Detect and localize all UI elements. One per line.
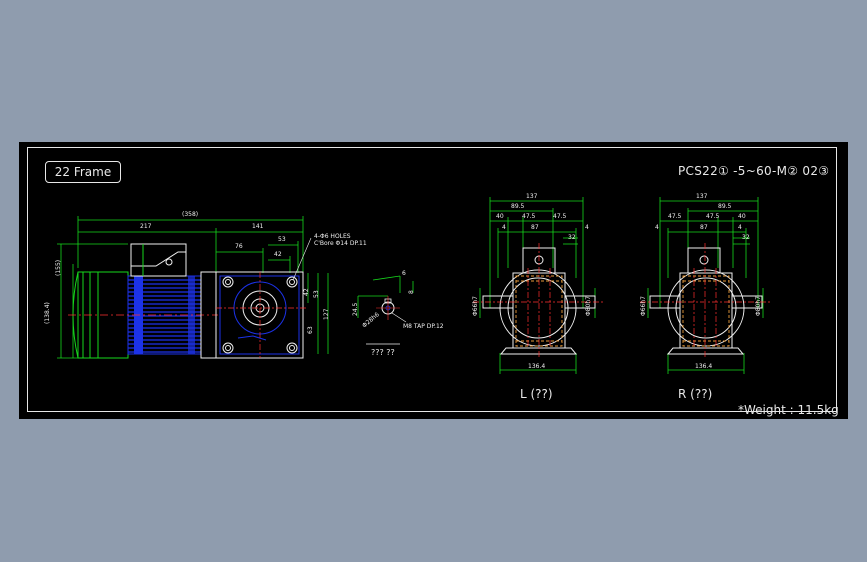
dim-side-53: 53 bbox=[278, 236, 286, 243]
frame-label: 22 Frame bbox=[45, 161, 121, 183]
dim-r-895: 89.5 bbox=[718, 203, 732, 210]
shaft-caption: ??? ?? bbox=[371, 348, 395, 357]
dim-side-r127: 127 bbox=[323, 308, 330, 320]
dim-shaft-8: 8 bbox=[408, 290, 415, 294]
dim-shaft-6: 6 bbox=[402, 270, 406, 277]
dim-l-bottom: 136.4 bbox=[528, 363, 546, 370]
dim-l-40: 40 bbox=[496, 213, 504, 220]
side-view bbox=[57, 216, 329, 359]
dim-r-137: 137 bbox=[696, 193, 708, 200]
dim-side-height-155: (155) bbox=[55, 259, 62, 276]
dim-side-r53: 53 bbox=[313, 290, 320, 298]
dim-l-4b: 4 bbox=[585, 224, 589, 231]
holes-note: 4-Φ6 HOLES C'Bore Φ14 DP.11 bbox=[314, 233, 367, 247]
dim-r-32: 32 bbox=[742, 234, 750, 241]
dim-l-phi-left: Φ66h7 bbox=[472, 296, 479, 316]
view-right-caption: R (??) bbox=[678, 387, 713, 401]
dim-r-4b: 4 bbox=[738, 224, 742, 231]
holes-note-line1: 4-Φ6 HOLES bbox=[314, 233, 351, 240]
dim-r-87: 87 bbox=[700, 224, 708, 231]
dim-side-r42: 42 bbox=[303, 288, 310, 296]
dim-side-gear: 141 bbox=[252, 223, 264, 230]
holes-note-line2: C'Bore Φ14 DP.11 bbox=[314, 240, 367, 247]
dim-shaft-245: 24.5 bbox=[352, 302, 359, 316]
model-code: PCS22① -5~60-M② 02③ bbox=[678, 164, 830, 178]
cad-drawing bbox=[57, 197, 770, 374]
tap-note: M8 TAP DP.12 bbox=[403, 323, 444, 330]
front-view-right bbox=[640, 197, 770, 374]
dim-l-895: 89.5 bbox=[511, 203, 525, 210]
dim-r-40: 40 bbox=[738, 213, 746, 220]
dim-r-475a: 47.5 bbox=[668, 213, 682, 220]
dim-side-42: 42 bbox=[274, 251, 282, 258]
dim-l-475b: 47.5 bbox=[553, 213, 567, 220]
drawing-border: 22 Frame PCS22① -5~60-M② 02③ *Weight : 1… bbox=[27, 147, 839, 417]
front-view-left bbox=[473, 197, 603, 374]
weight-label: *Weight : 11.5kg bbox=[738, 403, 839, 417]
view-left-caption: L (??) bbox=[520, 387, 553, 401]
dim-side-76: 76 bbox=[235, 243, 243, 250]
dim-side-height-138: (138.4) bbox=[44, 302, 51, 324]
dim-side-r63: 63 bbox=[307, 326, 314, 334]
drawing-sheet: 22 Frame PCS22① -5~60-M② 02③ *Weight : 1… bbox=[19, 142, 848, 419]
dim-l-phi-right: Φ80h7 bbox=[585, 296, 592, 316]
dim-l-32: 32 bbox=[568, 234, 576, 241]
dim-side-motor: 217 bbox=[140, 223, 152, 230]
shaft-detail bbox=[357, 275, 414, 345]
dim-l-87: 87 bbox=[531, 224, 539, 231]
dim-r-phi-right: Φ80h7 bbox=[755, 296, 762, 316]
dim-l-137: 137 bbox=[526, 193, 538, 200]
dim-l-4a: 4 bbox=[502, 224, 506, 231]
dim-r-phi-left: Φ66h7 bbox=[640, 296, 647, 316]
dim-r-bottom: 136.4 bbox=[695, 363, 713, 370]
dim-r-4a: 4 bbox=[655, 224, 659, 231]
dim-l-475a: 47.5 bbox=[522, 213, 536, 220]
dim-side-total: (358) bbox=[182, 211, 199, 218]
dim-r-475b: 47.5 bbox=[706, 213, 720, 220]
